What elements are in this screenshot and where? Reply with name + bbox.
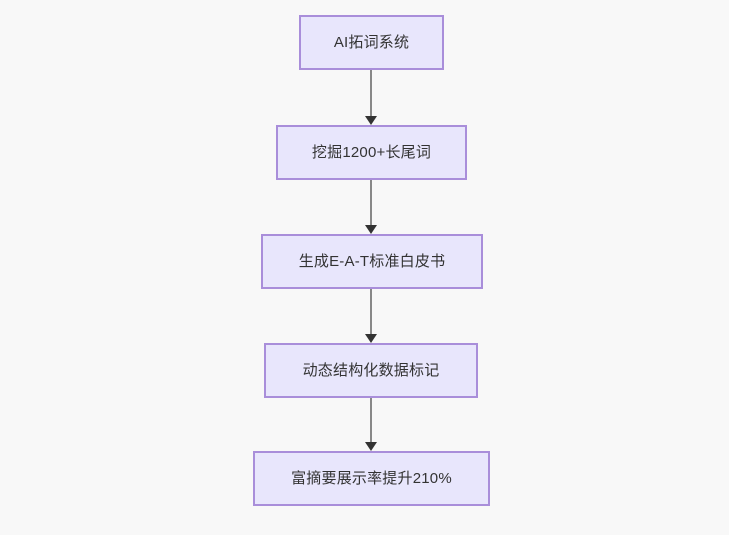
edge-line [370, 70, 372, 117]
arrow-head-icon [365, 442, 377, 451]
flow-node-label: AI拓词系统 [333, 34, 410, 51]
flow-node-ai-keyword-system[interactable]: AI拓词系统 [299, 15, 444, 70]
edge-line [370, 289, 372, 335]
flow-node-label: 生成E-A-T标准白皮书 [298, 253, 446, 270]
edge-n3-n4 [359, 289, 383, 343]
flow-node-rich-snippet-result[interactable]: 富摘要展示率提升210% [253, 451, 490, 506]
edge-n2-n3 [359, 180, 383, 234]
flow-node-structured-data-markup[interactable]: 动态结构化数据标记 [264, 343, 478, 398]
edge-line [370, 180, 372, 226]
edge-line [370, 398, 372, 443]
flow-node-label: 动态结构化数据标记 [302, 362, 440, 379]
flow-node-eat-whitepaper[interactable]: 生成E-A-T标准白皮书 [261, 234, 483, 289]
arrow-head-icon [365, 225, 377, 234]
edge-n1-n2 [359, 70, 383, 125]
flow-node-longtail-keywords[interactable]: 挖掘1200+长尾词 [276, 125, 467, 180]
flow-node-label: 挖掘1200+长尾词 [311, 144, 432, 161]
arrow-head-icon [365, 334, 377, 343]
arrow-head-icon [365, 116, 377, 125]
edge-n4-n5 [359, 398, 383, 451]
flow-node-label: 富摘要展示率提升210% [291, 470, 452, 487]
